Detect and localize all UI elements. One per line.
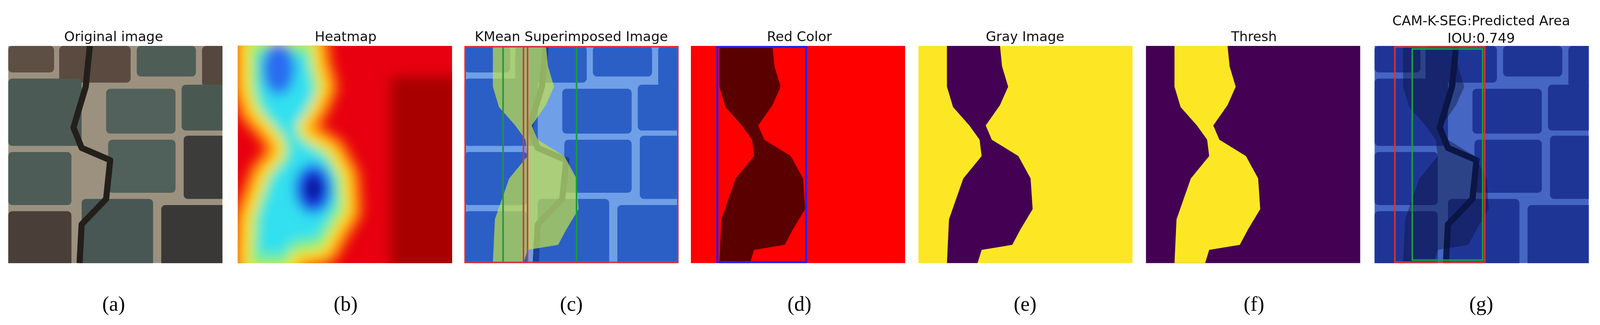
- yellow-ground: [918, 45, 1133, 264]
- stone: [183, 135, 223, 200]
- gray-image: [918, 45, 1133, 264]
- stone: [201, 45, 223, 87]
- panel-title: KMean Superimposed Image: [474, 28, 668, 45]
- panel-letter: (b): [333, 292, 358, 316]
- stone: [136, 45, 196, 77]
- stone: [81, 198, 153, 263]
- panel-title: Original image: [64, 28, 164, 45]
- bbox-line: [526, 45, 529, 264]
- panel-title: CAM-K-SEG:Predicted Area: [1392, 12, 1570, 29]
- panel-letter: (d): [787, 292, 812, 316]
- stone: [8, 211, 72, 263]
- stone: [8, 45, 55, 73]
- predicted-area-image: [1374, 45, 1589, 264]
- panel-title: Thresh: [1230, 28, 1277, 45]
- crack-region: [947, 45, 1033, 264]
- cluster-overlay: [492, 45, 579, 264]
- heatmap: [237, 45, 452, 264]
- stone: [108, 139, 176, 193]
- panel-letter: (a): [102, 292, 126, 316]
- bbox-line: [522, 45, 525, 264]
- kmean-superimposed-image: [464, 45, 679, 264]
- ground-truth-box: [1394, 47, 1485, 263]
- predicted-box: [1412, 49, 1483, 261]
- stone: [161, 205, 223, 264]
- heatmap-blue: [262, 45, 295, 96]
- red-color-image: [690, 45, 906, 264]
- heatmap-core: [305, 176, 322, 202]
- stone: [106, 88, 176, 134]
- bbox-line: [575, 45, 578, 264]
- panel-title: IOU:0.749: [1447, 29, 1515, 47]
- crack-region: [719, 45, 805, 264]
- stones: [1374, 45, 1589, 264]
- panel-letter: (e): [1013, 292, 1037, 316]
- panel-letter: (c): [559, 292, 583, 316]
- thresh-image: [1145, 45, 1361, 264]
- panel-title: Heatmap: [314, 28, 377, 45]
- stone: [181, 84, 223, 131]
- crack-region: [1403, 45, 1489, 264]
- crack-line: [73, 45, 111, 264]
- bounding-box: [717, 47, 807, 263]
- heatmap-blue: [294, 164, 332, 214]
- purple-ground: [1145, 45, 1361, 264]
- panel-title: Red Color: [766, 28, 832, 45]
- red-ground: [690, 45, 906, 264]
- original-image: [8, 45, 223, 264]
- crack-region: [1174, 45, 1260, 264]
- panel-title: Gray Image: [985, 28, 1065, 45]
- stone: [8, 152, 72, 206]
- image-border: [465, 46, 678, 263]
- stones: [464, 45, 679, 264]
- panel-letter: (f): [1243, 292, 1265, 316]
- stone: [8, 78, 82, 146]
- stone: [58, 45, 131, 83]
- heatmap-dark-region: [390, 76, 453, 264]
- panel-letter: (g): [1469, 292, 1494, 316]
- bbox-line: [502, 45, 505, 264]
